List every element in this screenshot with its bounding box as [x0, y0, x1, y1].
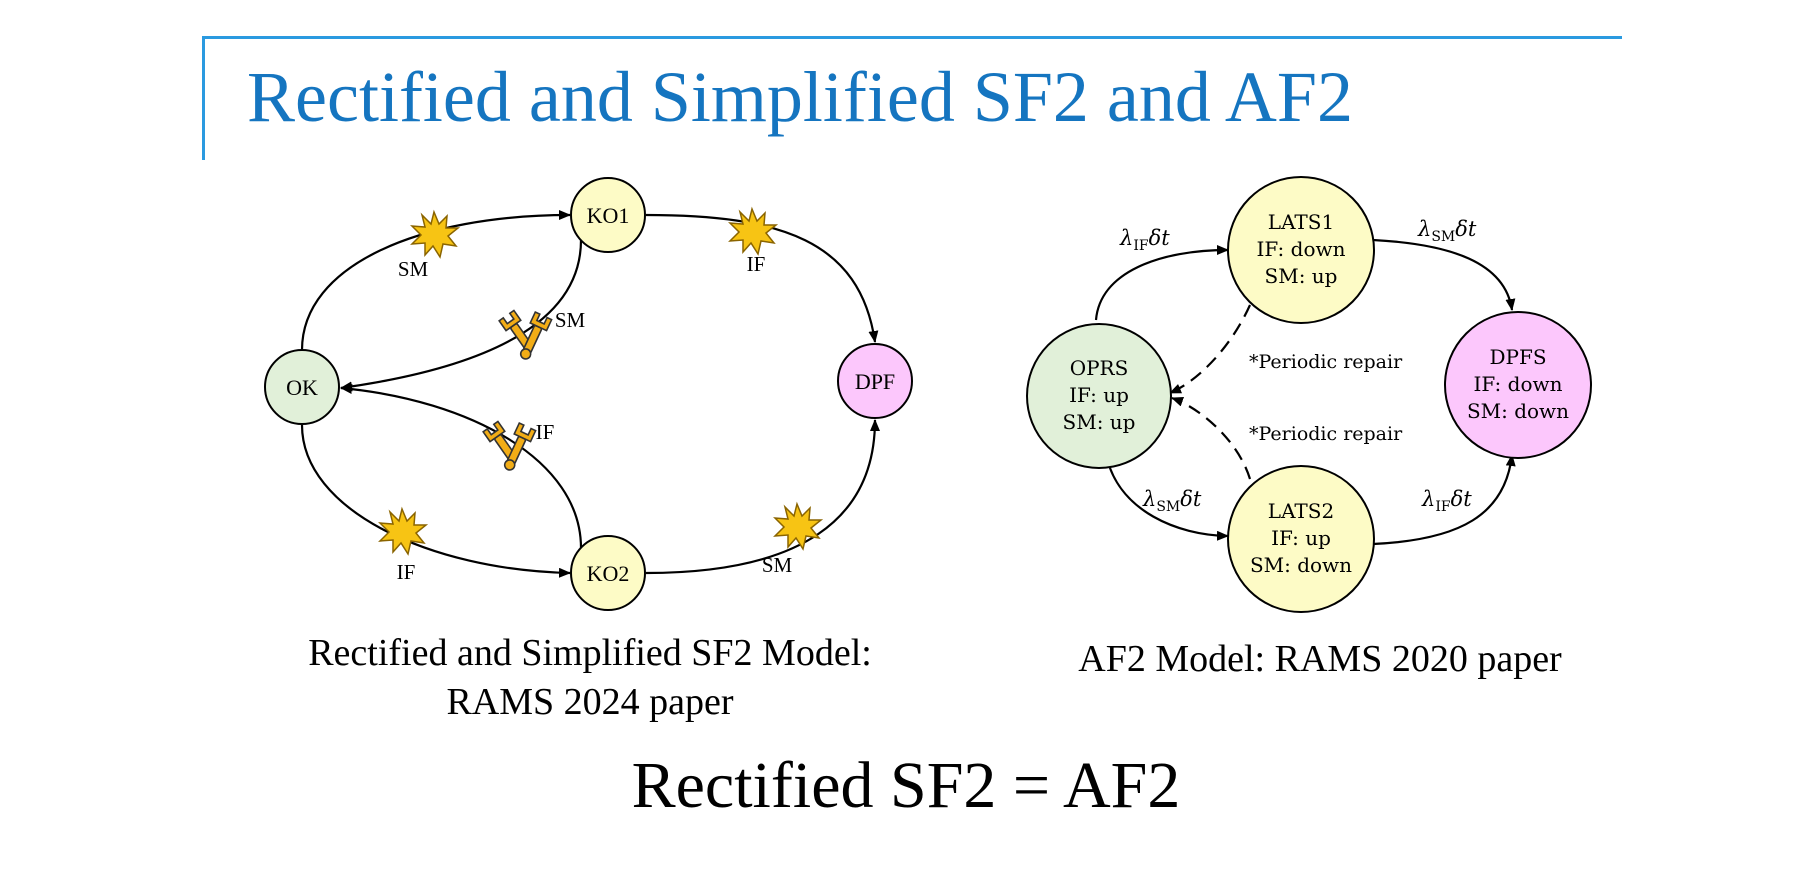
af2-node-lats1	[1227, 176, 1375, 324]
af2-lats2-if: IF: up	[1271, 526, 1331, 550]
sf2-caption-line1: Rectified and Simplified SF2 Model:	[308, 632, 872, 674]
sf2-label-ok-ko1: SM	[398, 257, 429, 281]
af2-rate-oprs-lats1: λIFδt	[1119, 226, 1170, 254]
sf2-label-ok-ko2: IF	[397, 560, 416, 584]
sf2-node-ko2-label: KO2	[587, 561, 630, 586]
af2-edge-repair-lats1	[1169, 304, 1252, 395]
af2-dpfs-if: IF: down	[1473, 372, 1562, 396]
af2-edge-lats1-dpfs	[1372, 238, 1516, 311]
af2-dpfs-sm: SM: down	[1467, 399, 1569, 423]
af2-lats1-sm: SM: up	[1265, 264, 1338, 288]
sf2-node-dpf-label: DPF	[855, 369, 895, 394]
sf2-edge-ko1-ok-repair	[340, 239, 583, 392]
af2-label-repair-lower: *Periodic repair	[1249, 423, 1403, 445]
af2-dpfs-name: DPFS	[1489, 345, 1546, 369]
af2-edge-repair-lats2	[1171, 396, 1252, 480]
af2-lats1-name: LATS1	[1268, 210, 1334, 234]
title-accent-rule	[202, 36, 1622, 39]
af2-oprs-sm: SM: up	[1063, 410, 1136, 434]
af2-oprs-if: IF: up	[1069, 383, 1129, 407]
sf2-node-ko1	[570, 177, 646, 253]
af2-edge-oprs-lats1	[1094, 245, 1229, 321]
sf2-caption-line2: RAMS 2024 paper	[446, 680, 734, 723]
af2-edge-lats2-dpfs	[1372, 454, 1516, 546]
title-accent-bar	[202, 36, 205, 160]
sf2-node-ko1-label: KO1	[587, 203, 630, 228]
af2-label-repair-upper: *Periodic repair	[1249, 351, 1403, 373]
conclusion-statement: Rectified SF2 = AF2	[631, 749, 1181, 822]
explosion-icon	[729, 208, 777, 255]
sf2-label-ko1-dpf: IF	[747, 252, 766, 276]
af2-node-lats2	[1227, 465, 1375, 613]
sf2-node-ko2	[570, 535, 646, 611]
af2-lats1-if: IF: down	[1256, 237, 1345, 261]
sf2-edge-ko2-ok-repair	[340, 384, 583, 549]
af2-lats2-name: LATS2	[1268, 499, 1334, 523]
af2-caption: AF2 Model: RAMS 2020 paper	[1078, 638, 1562, 680]
sf2-label-ko1-repair: SM	[555, 308, 586, 332]
slide-title: Rectified and Simplified SF2 and AF2	[247, 57, 1353, 137]
sf2-node-ok	[264, 349, 340, 425]
sf2-node-ok-label: OK	[286, 375, 318, 400]
sf2-label-ko2-dpf: SM	[762, 553, 793, 577]
af2-lats2-sm: SM: down	[1250, 553, 1352, 577]
af2-node-dpfs	[1444, 311, 1592, 459]
sf2-diagram: OK KO1 KO2 DPF SM IF SM IF IF SM	[264, 177, 913, 611]
explosion-icon	[774, 503, 822, 550]
sf2-caption: Rectified and Simplified SF2 Model: RAMS…	[240, 629, 940, 726]
sf2-edge-ok-ko2	[300, 424, 571, 578]
af2-rate-lats1-dpfs: λSMδt	[1417, 217, 1477, 245]
af2-rate-oprs-lats2: λSMδt	[1142, 487, 1202, 515]
sf2-edge-ko1-dpf	[645, 213, 879, 343]
sf2-label-ko2-repair: IF	[536, 420, 555, 444]
af2-oprs-name: OPRS	[1070, 356, 1129, 380]
sf2-edge-ko2-dpf	[645, 419, 880, 575]
af2-edge-oprs-lats2	[1106, 461, 1229, 541]
af2-node-oprs	[1026, 323, 1172, 469]
sf2-edge-ok-ko1	[300, 210, 571, 351]
af2-rate-lats2-dpfs: λIFδt	[1421, 487, 1472, 515]
af2-diagram: OPRS IF: up SM: up LATS1 IF: down SM: up…	[1026, 176, 1592, 613]
sf2-node-dpf	[837, 343, 913, 419]
